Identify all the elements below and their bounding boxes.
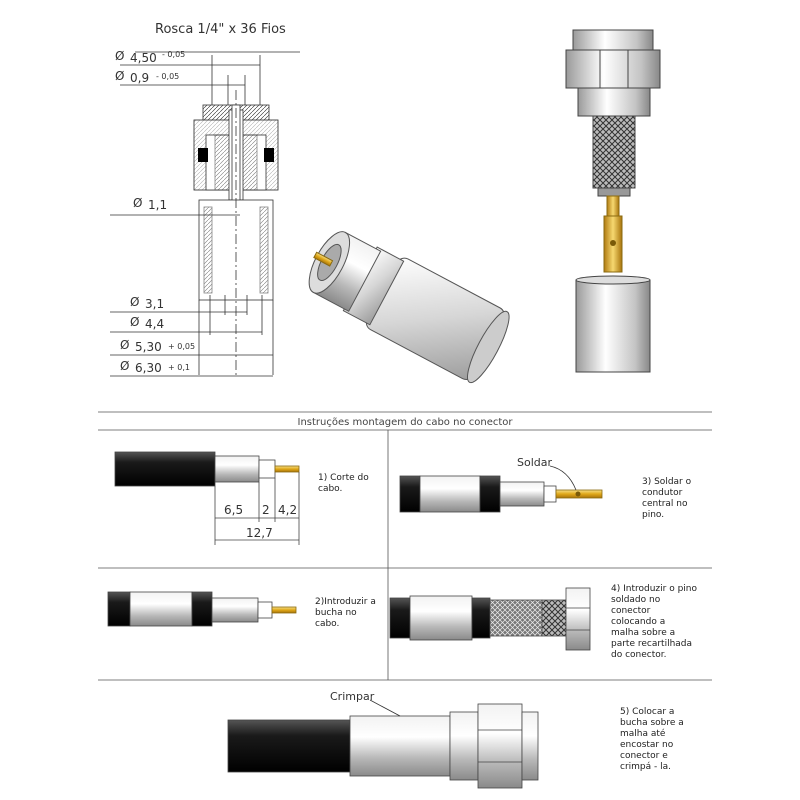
dim-symbol: Ø — [115, 49, 124, 63]
step1-dim-4-2: 4,2 — [278, 503, 297, 517]
step4-text-line1: 4) Introduzir o pino — [611, 584, 697, 594]
connector-3d-render — [308, 231, 510, 384]
step2-text-line3: cabo. — [315, 619, 339, 629]
step3-text-line3: central no — [642, 499, 688, 509]
dim-symbol: Ø — [120, 338, 129, 352]
step1-text-line2: cabo. — [318, 484, 342, 494]
step2-text-line1: 2)Introduzir a — [315, 597, 376, 607]
dim-0-9: 0,9 — [130, 71, 149, 85]
step2-illustration — [107, 591, 297, 627]
exploded-connector-view — [565, 29, 661, 373]
technical-drawing — [110, 51, 300, 377]
step1-text-line1: 1) Corte do — [318, 473, 369, 483]
step3-text-line1: 3) Soldar o — [642, 477, 692, 487]
step4-text-line7: do conector. — [611, 650, 667, 660]
step5-crimp-label: Crimpar — [330, 690, 375, 703]
step5-text-line4: encostar no — [620, 740, 674, 750]
dim-4-50: 4,50 — [130, 51, 157, 65]
dim-6-30: 6,30 — [135, 361, 162, 375]
dim-symbol: Ø — [130, 315, 139, 329]
step4-text-line2: soldado no — [611, 595, 661, 605]
step1-illustration — [114, 451, 300, 545]
step3-text-line2: condutor — [642, 488, 683, 498]
thread-label: Rosca 1/4" x 36 Fios — [155, 22, 286, 37]
dim-5-30: 5,30 — [135, 340, 162, 354]
dim-symbol: Ø — [115, 69, 124, 83]
step4-text-line3: conector — [611, 606, 651, 616]
instructions-table — [98, 411, 712, 681]
step5-text-line3: malha até — [620, 728, 666, 739]
step1-dim-total: 12,7 — [246, 526, 273, 540]
dim-symbol: Ø — [130, 295, 139, 309]
dim-symbol: Ø — [133, 196, 142, 210]
step1-dim-6-5: 6,5 — [224, 503, 243, 517]
dim-3-1: 3,1 — [145, 297, 164, 311]
step3-illustration — [399, 465, 603, 513]
step5-text-line5: conector e — [620, 751, 668, 761]
step5-text-line1: 5) Colocar a — [620, 707, 674, 717]
dim-0-9-tol: - 0,05 — [156, 72, 179, 81]
step2-text-line2: bucha no — [315, 608, 357, 618]
dim-1-1: 1,1 — [148, 198, 167, 212]
step1-dim-2: 2 — [262, 503, 270, 517]
dim-symbol: Ø — [120, 359, 129, 373]
step4-text-line6: parte recartilhada — [611, 639, 692, 649]
instructions-title: Instruções montagem do cabo no conector — [298, 417, 514, 428]
dim-5-30-tol: + 0,05 — [168, 342, 195, 351]
step3-text-line4: pino. — [642, 510, 664, 520]
step4-text-line4: colocando a — [611, 617, 665, 627]
step4-illustration — [389, 587, 591, 651]
dim-4-4: 4,4 — [145, 317, 164, 331]
step4-text-line5: malha sobre a — [611, 628, 675, 638]
dim-6-30-tol: + 0,1 — [168, 363, 190, 372]
step3-solder-label: Soldar — [517, 456, 552, 469]
step5-text-line2: bucha sobre a — [620, 718, 684, 728]
step5-illustration — [227, 699, 539, 789]
step5-text-line6: crimpá - la. — [620, 762, 671, 772]
dimension-labels: Ø 4,50 - 0,05 Ø 0,9 - 0,05 Ø 1,1 Ø 3,1 Ø… — [115, 49, 195, 375]
dim-4-50-tol: - 0,05 — [162, 50, 185, 59]
